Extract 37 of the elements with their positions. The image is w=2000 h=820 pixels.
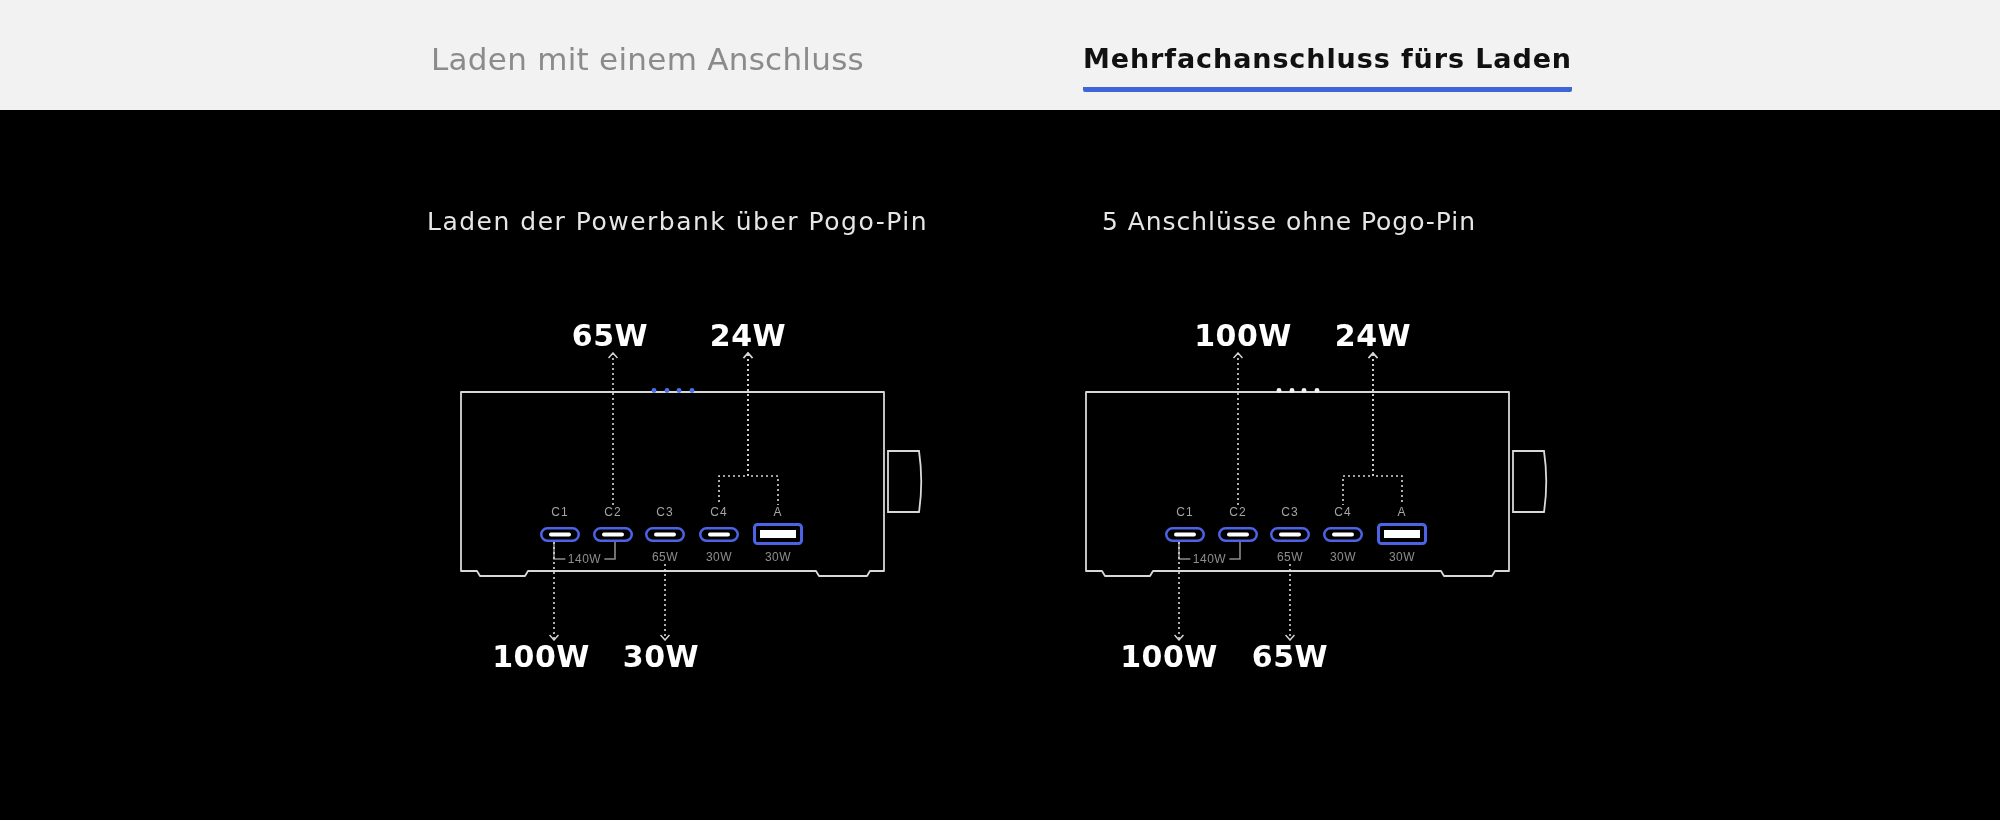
port-name-label: C1: [1176, 505, 1194, 519]
port-wattage-label: 30W: [705, 550, 733, 564]
power-output-label: 65W: [1251, 640, 1329, 674]
dotted-arrow: [548, 541, 560, 641]
port-wattage-label: 30W: [1329, 550, 1357, 564]
port-name-label: C3: [1281, 505, 1299, 519]
port-wattage-label: 65W: [651, 550, 679, 564]
port-name-label: A: [773, 505, 783, 519]
power-output-label: 65W: [571, 319, 649, 353]
dotted-arrow: [607, 352, 619, 506]
dotted-arrow: [1232, 352, 1244, 506]
selected-tab-label: Mehrfachanschluss fürs Laden: [1083, 40, 1572, 92]
port-name-label: A: [1397, 505, 1407, 519]
power-output-label: 24W: [1334, 319, 1412, 353]
port-name-label: C4: [1334, 505, 1352, 519]
edge-label: 140W: [564, 552, 605, 566]
edge-label: 140W: [1189, 552, 1230, 566]
panel-heading: 5 Anschlüsse ohne Pogo-Pin: [1102, 207, 1476, 237]
dotted-arrow: [742, 352, 779, 506]
port-name-label: C3: [656, 505, 674, 519]
dotted-arrow: [1173, 541, 1185, 641]
tab-label: Laden mit einem Anschluss: [431, 40, 864, 78]
panel-heading: Laden der Powerbank über Pogo-Pin: [427, 207, 928, 237]
power-output-label: 24W: [709, 319, 787, 353]
port-wattage-label: 30W: [764, 550, 792, 564]
power-output-label: 100W: [1194, 319, 1292, 353]
dotted-arrow: [659, 563, 671, 641]
dotted-arrow: [1284, 563, 1296, 641]
port-wattage-label: 65W: [1276, 550, 1304, 564]
power-output-label: 100W: [1120, 640, 1218, 674]
port-name-label: C2: [1229, 505, 1247, 519]
power-output-label: 100W: [492, 640, 590, 674]
port-name-label: C2: [604, 505, 622, 519]
port-name-label: C4: [710, 505, 728, 519]
port-name-label: C1: [551, 505, 569, 519]
port-wattage-label: 30W: [1388, 550, 1416, 564]
power-output-label: 30W: [622, 640, 700, 674]
